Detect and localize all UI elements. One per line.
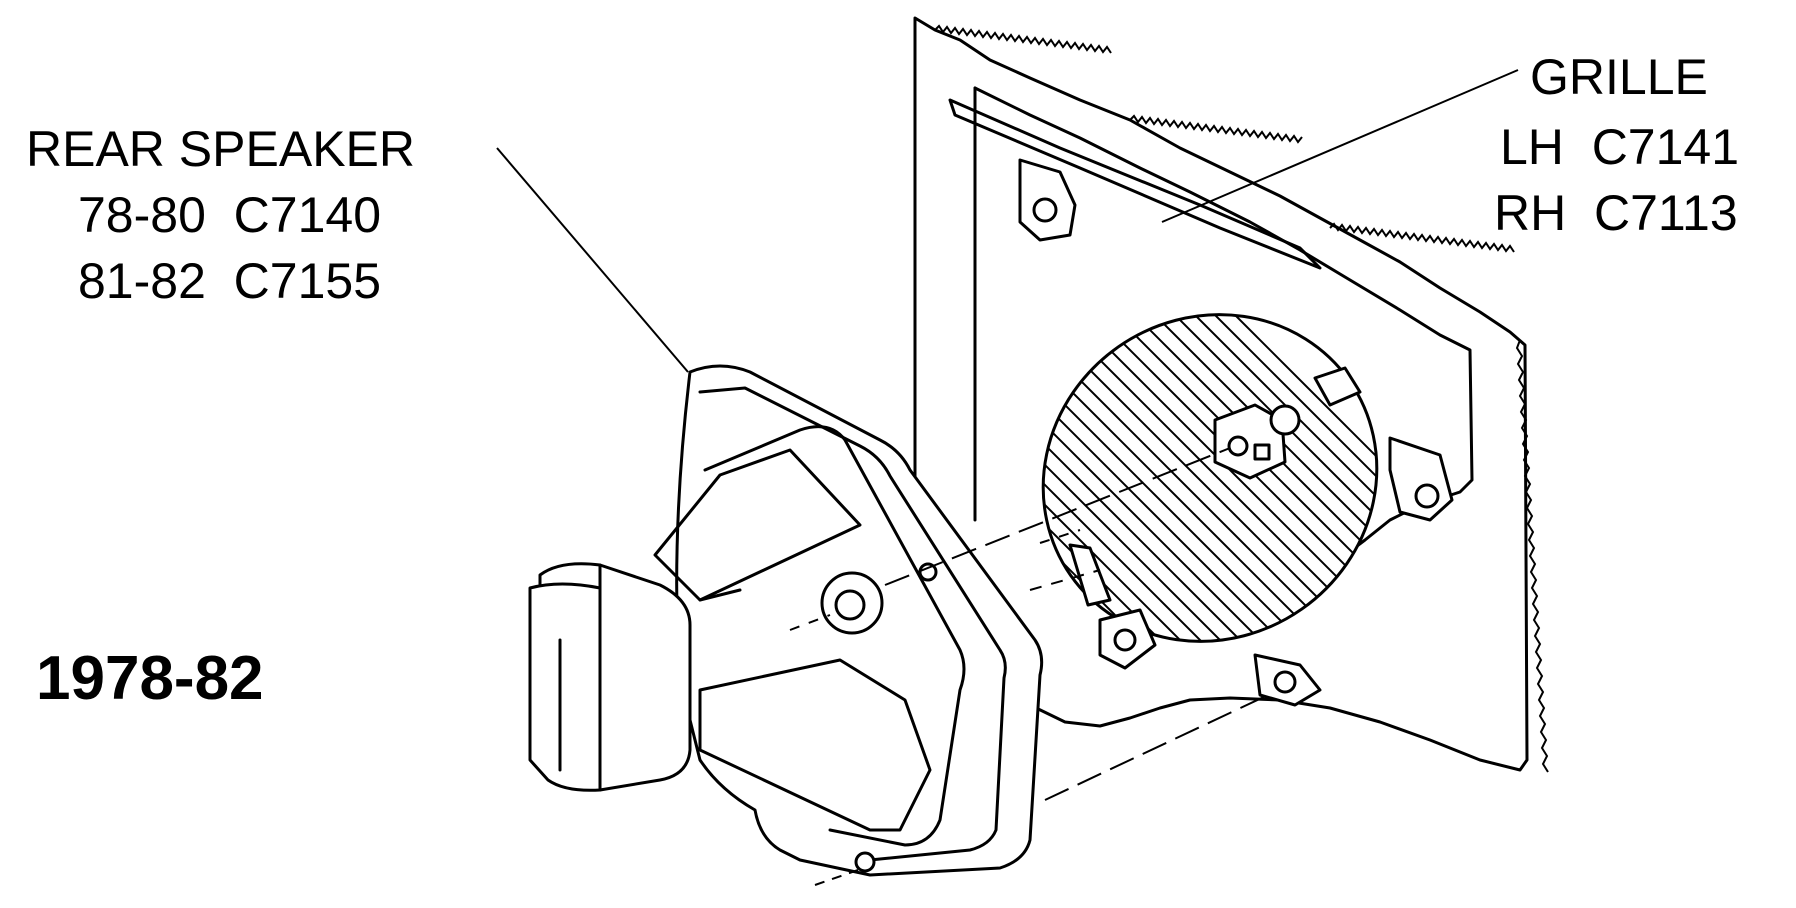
rear-speaker-leader-line [496, 147, 689, 373]
rear-speaker-part-81-82: 81-82 C7155 [78, 253, 382, 309]
year-range-label: 1978-82 [36, 644, 264, 713]
grille-part-rh: RH C7113 [1494, 185, 1738, 241]
grille-panel [913, 16, 1549, 773]
speaker [528, 364, 1044, 877]
grille-title: GRILLE [1530, 49, 1708, 105]
grille-leader-line [1161, 69, 1519, 223]
assembly-lines [789, 447, 1269, 886]
rear-speaker-title: REAR SPEAKER [26, 121, 416, 177]
rear-speaker-part-78-80: 78-80 C7140 [78, 187, 382, 243]
grille-part-lh: LH C7141 [1500, 119, 1740, 175]
